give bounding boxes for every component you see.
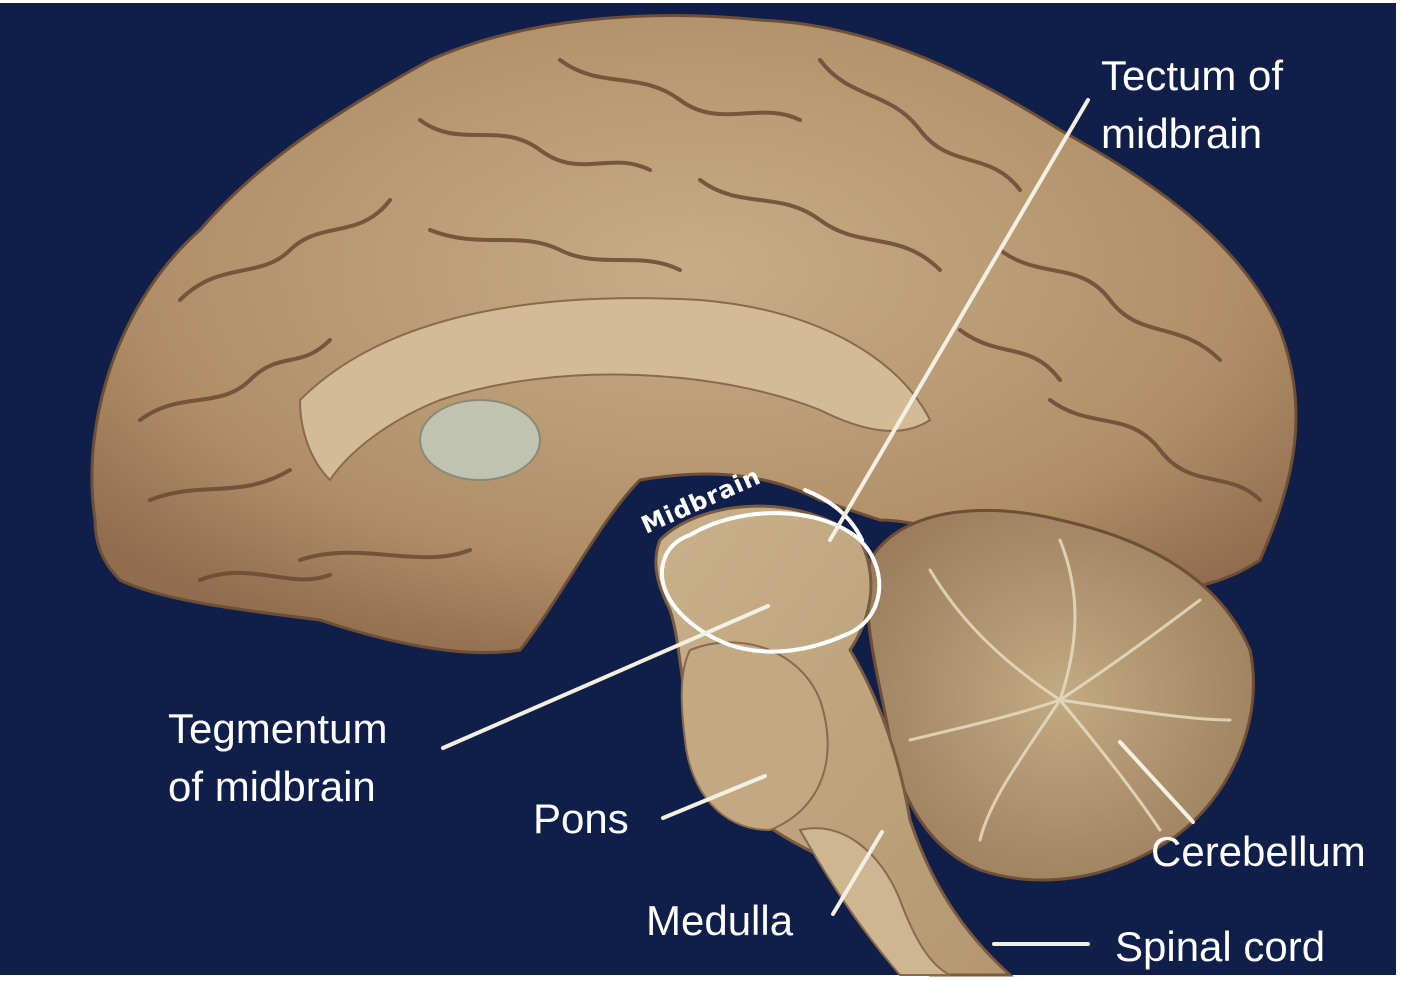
thalamus-region bbox=[419, 399, 541, 481]
corpus-callosum bbox=[298, 297, 932, 482]
midbrain-outline-tail bbox=[803, 488, 864, 542]
pons-bulge bbox=[680, 641, 829, 832]
spinal-cord-label: Spinal cord bbox=[1115, 923, 1325, 970]
tectum-leader-line bbox=[828, 98, 1090, 542]
medulla-label: Medulla bbox=[646, 897, 794, 944]
tegmentum-label-line1: Tegmentum bbox=[168, 705, 387, 752]
tectum-label-line2: midbrain bbox=[1101, 110, 1262, 157]
tegmentum-label-line2: of midbrain bbox=[168, 763, 376, 810]
background-border-right bbox=[1396, 0, 1402, 981]
background-border-bottom bbox=[0, 975, 1402, 981]
tegmentum-leader-line bbox=[441, 604, 770, 750]
cerebellum-label: Cerebellum bbox=[1151, 828, 1366, 875]
tectum-label-line1: Tectum of bbox=[1101, 52, 1283, 99]
midbrain-outline bbox=[659, 511, 882, 654]
medulla-leader-line bbox=[831, 830, 884, 916]
medulla-shape bbox=[798, 827, 951, 976]
arbor-vitae bbox=[908, 538, 1232, 842]
cerebellum-leader-line bbox=[1118, 740, 1195, 824]
pons-leader-line bbox=[661, 774, 767, 820]
sulci-texture bbox=[138, 58, 1262, 582]
background-border bbox=[0, 0, 1402, 3]
pons-label: Pons bbox=[533, 795, 629, 842]
